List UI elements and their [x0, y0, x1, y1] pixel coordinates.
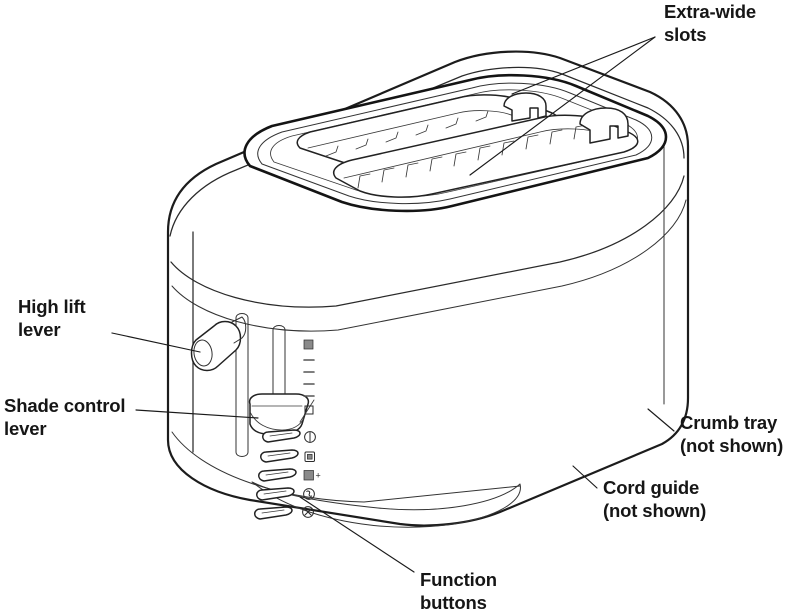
shade-light-swatch-icon	[304, 405, 314, 415]
rear-slot-rack-tabs	[325, 110, 489, 157]
lid-recess-ring	[257, 82, 653, 205]
svg-text:+: +	[316, 471, 321, 481]
base-band-line	[171, 431, 521, 503]
shade-scale-ticks	[303, 339, 315, 415]
button-cancel-highlight	[261, 509, 285, 514]
leader-function-buttons	[299, 496, 415, 573]
body-seam-mid	[171, 199, 687, 332]
callout-function-buttons: Function buttons	[420, 569, 497, 613]
shade-dark-swatch-icon	[303, 339, 314, 350]
leader-cord-guide	[572, 465, 598, 489]
leader-shade-control-lever	[135, 409, 259, 419]
button-defrost-highlight	[265, 471, 289, 476]
label-function-buttons-line2: buttons	[420, 592, 487, 613]
callout-crumb-tray: Crumb tray (not shown)	[680, 412, 783, 456]
high-lift-lever-knob[interactable]	[190, 320, 242, 372]
high-lift-lever-assembly[interactable]	[190, 313, 249, 457]
label-high-lift-lever-line2: lever	[18, 319, 60, 340]
label-extra-wide-slots-line1: Extra-wide	[664, 1, 756, 22]
leader-high-lift-lever	[111, 332, 201, 353]
rear-slot-inner-edge	[307, 110, 515, 149]
cancel-x-icon	[302, 506, 314, 518]
front-bread-slot	[332, 114, 639, 198]
button-reheat-highlight	[263, 490, 287, 495]
button-toast-highlight	[267, 452, 291, 457]
leader-extra-wide-slots-front	[469, 36, 656, 176]
label-crumb-tray-line2: (not shown)	[680, 435, 783, 456]
front-slot-guide-bracket	[579, 107, 629, 144]
callout-high-lift-lever: High lift lever	[18, 296, 86, 340]
callout-shade-control-lever: Shade control lever	[4, 395, 126, 439]
shade-lever-pointer	[299, 399, 315, 423]
front-crescent-highlight	[251, 481, 521, 528]
toaster-top-slot-assembly	[243, 73, 668, 213]
callout-cord-guide: Cord guide (not shown)	[603, 477, 706, 521]
toast-bread-icon	[304, 451, 315, 462]
function-button-cancel[interactable]	[254, 506, 293, 520]
button-bagel-highlight	[269, 432, 293, 437]
label-cord-guide-line2: (not shown)	[603, 500, 706, 521]
high-lift-rail-slot	[235, 313, 249, 457]
reheat-icon	[303, 488, 315, 500]
top-shell-seam	[169, 66, 685, 237]
callout-labels: Extra-wide slots High lift lever Shade c…	[4, 1, 783, 613]
shade-control-assembly[interactable]	[248, 325, 315, 435]
label-shade-control-lever-line1: Shade control	[4, 395, 125, 416]
high-lift-knob-cap	[231, 316, 247, 344]
high-lift-knob-face	[193, 339, 213, 367]
leader-extra-wide-slots-rear	[511, 36, 656, 95]
label-function-buttons-line1: Function	[420, 569, 497, 590]
label-shade-control-lever-line2: lever	[4, 418, 46, 439]
bagel-icon	[304, 431, 316, 443]
shade-lever-front-lip	[249, 411, 305, 431]
shade-control-lever-knob[interactable]	[248, 393, 310, 435]
function-buttons-group[interactable]: +	[254, 429, 321, 520]
label-high-lift-lever-line1: High lift	[18, 296, 86, 317]
callout-leader-lines	[111, 36, 675, 573]
label-cord-guide-line1: Cord guide	[603, 477, 699, 498]
leader-crumb-tray	[647, 408, 675, 432]
label-crumb-tray-line1: Crumb tray	[680, 412, 778, 433]
callout-extra-wide-slots: Extra-wide slots	[664, 1, 756, 45]
rear-slot-guide-bracket	[503, 92, 547, 122]
label-extra-wide-slots-line2: slots	[664, 24, 706, 45]
defrost-plus-icon: +	[303, 470, 321, 481]
